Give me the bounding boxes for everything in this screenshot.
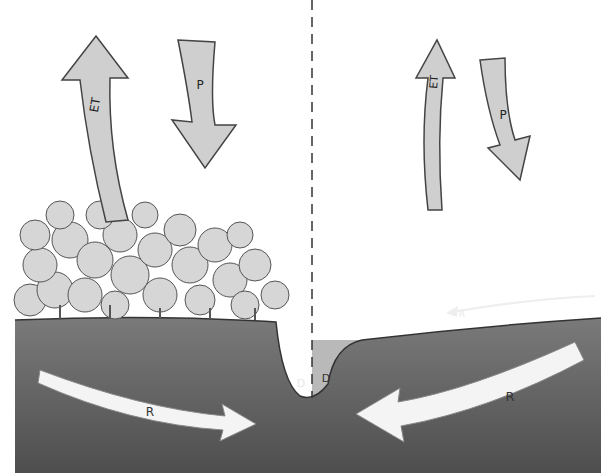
runoff-arrows <box>38 342 584 442</box>
surface-runoff <box>452 296 595 312</box>
flux-label: ET <box>428 75 440 90</box>
flux-label: ET <box>88 97 102 114</box>
flux-label: P <box>196 79 203 91</box>
flux-label: D <box>297 378 305 389</box>
ground <box>15 317 601 473</box>
flux-label: R <box>505 390 514 403</box>
forest <box>14 201 289 319</box>
divider-line <box>311 0 313 398</box>
surface-runoff-head <box>446 306 458 317</box>
flux-label: D <box>322 373 330 384</box>
flux-arrows <box>62 36 530 222</box>
flux-label: R <box>459 310 465 319</box>
flux-label: R <box>146 406 154 418</box>
flux-label: P <box>499 109 506 121</box>
tree-trunks <box>60 305 255 320</box>
